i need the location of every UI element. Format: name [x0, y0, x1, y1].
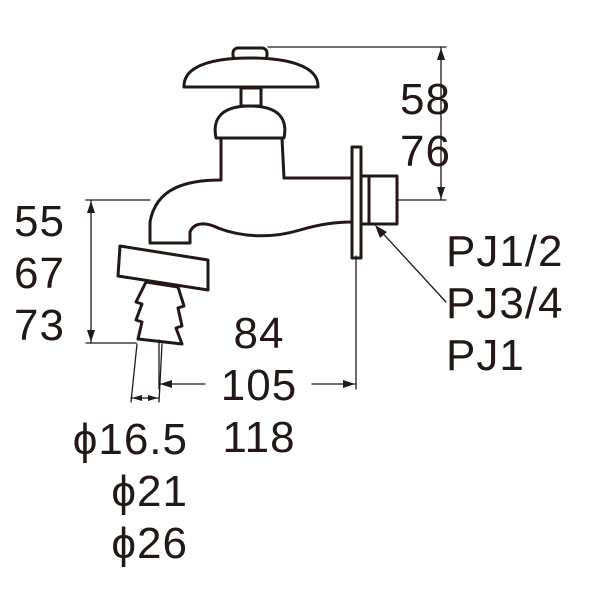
diameter-extension-left	[130, 343, 138, 403]
diameter-dimension-labels: ϕ16.5 ϕ21 ϕ26	[36, 414, 188, 570]
height-dim-76: 76	[400, 127, 451, 176]
handle-stem	[239, 86, 263, 108]
diameter-dim-26: ϕ26	[111, 519, 188, 568]
faucet-body	[148, 136, 354, 245]
valve-bonnet	[213, 104, 287, 140]
length-dimension-labels: 84 105 118	[205, 308, 313, 464]
arrowheads	[87, 48, 445, 401]
spout-dimension-labels: 55 67 73	[14, 196, 65, 352]
arrow-diameter-left	[132, 395, 142, 401]
length-dim-105: 105	[220, 361, 298, 410]
diameter-dim-16-5: ϕ16.5	[72, 415, 188, 464]
arrow-thread-leader	[375, 225, 387, 238]
arrow-length-left	[160, 380, 172, 388]
thread-pj1-2: PJ1/2	[446, 227, 564, 276]
arrow-diameter-right	[148, 395, 158, 401]
thread-pj1: PJ1	[446, 331, 525, 380]
hose-coupling-nut	[116, 244, 210, 292]
diameter-extension-right	[158, 343, 163, 403]
hose-barb-nozzle	[134, 280, 186, 346]
arrow-length-right	[343, 380, 355, 388]
height-dimension-labels: 58 76	[400, 74, 451, 178]
thread-size-labels: PJ1/2 PJ3/4 PJ1	[446, 226, 564, 382]
arrow-height-bottom	[437, 187, 445, 199]
height-dim-58: 58	[400, 75, 451, 124]
thread-leader-line	[376, 226, 447, 303]
spout-dim-67: 67	[14, 249, 65, 298]
arrow-spout-bottom	[87, 330, 95, 342]
arrow-height-top	[437, 48, 445, 60]
spout-dim-55: 55	[14, 197, 65, 246]
handle-wheel	[182, 56, 320, 89]
length-dim-118: 118	[222, 413, 296, 462]
thread-pj3-4: PJ3/4	[446, 279, 564, 328]
spout-dim-73: 73	[14, 301, 65, 350]
arrow-spout-top	[87, 201, 95, 213]
length-dim-84: 84	[233, 309, 285, 358]
diameter-dim-21: ϕ21	[111, 467, 188, 516]
threaded-connector	[359, 174, 399, 226]
